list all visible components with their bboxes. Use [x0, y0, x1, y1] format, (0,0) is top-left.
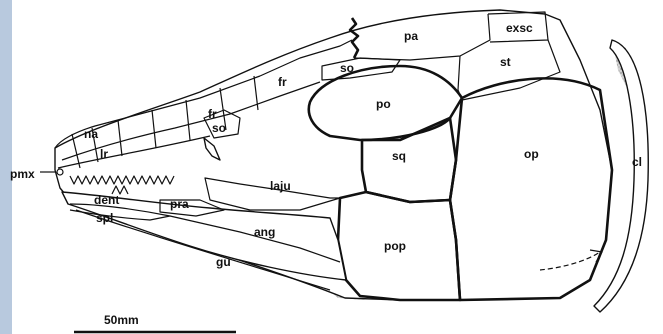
- label-pra: pra: [170, 197, 189, 211]
- label-pa: pa: [404, 29, 418, 43]
- label-lr: lr: [100, 147, 108, 161]
- scale-bar-label: 50mm: [104, 313, 139, 327]
- label-gu: gu: [216, 255, 231, 269]
- label-st: st: [500, 55, 511, 69]
- label-so-lower: so: [212, 121, 226, 135]
- label-na: na: [84, 127, 98, 141]
- label-exsc: exsc: [506, 21, 533, 35]
- label-sq: sq: [392, 149, 406, 163]
- label-spl: spl: [96, 211, 113, 225]
- label-ang: ang: [254, 225, 275, 239]
- label-op: op: [524, 147, 539, 161]
- label-fr-upper: fr: [278, 75, 287, 89]
- label-cl: cl: [632, 155, 642, 169]
- label-so-upper: so: [340, 61, 354, 75]
- label-laju: laju: [270, 179, 291, 193]
- label-dent: dent: [94, 193, 119, 207]
- pmx-pointer-dot: [57, 169, 63, 175]
- label-pop: pop: [384, 239, 406, 253]
- label-pmx: pmx: [10, 167, 35, 181]
- label-po: po: [376, 97, 391, 111]
- label-fr-lower: fr: [208, 107, 217, 121]
